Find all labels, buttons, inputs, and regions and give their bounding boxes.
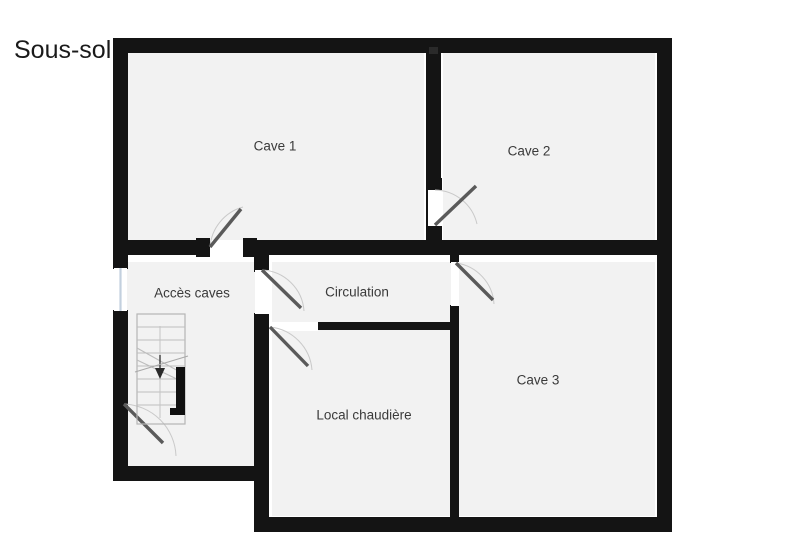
floor-local-chaudiere (272, 322, 456, 516)
floor-cave-2 (443, 52, 655, 245)
wall-exterior-east (657, 38, 672, 532)
floor-cave-3 (457, 262, 655, 516)
wall-partition-circulation-cave3 (450, 255, 459, 263)
floor-cave-1 (127, 52, 424, 245)
staircase-down (134, 313, 189, 425)
wall-interior-mid-right (254, 240, 657, 255)
door-jamb-cave1-west (196, 238, 210, 257)
wall-exterior-south (254, 517, 672, 532)
stair-handrail (176, 367, 185, 415)
door-jamb-window-west-top (113, 256, 128, 269)
wall-local-chaudiere-west (254, 322, 269, 524)
wall-partition-notch-top (429, 47, 438, 54)
door-jamb-window-west-bottom (113, 310, 128, 322)
room-label-cave-2: Cave 2 (508, 144, 551, 159)
doors (122, 184, 495, 457)
door-cave2-circulation (428, 184, 478, 227)
wall-partition-acces-circulation-lower (254, 313, 269, 351)
room-label-cave-1: Cave 1 (254, 139, 297, 154)
wall-acces-caves-south (113, 466, 269, 481)
door-jamb-cave2-top (427, 178, 442, 192)
wall-exterior-north (113, 38, 672, 53)
door-cave1-acces-caves (208, 206, 244, 255)
wall-partition-acces-circulation-upper (254, 255, 269, 272)
wall-exterior-west-upper (113, 38, 128, 263)
room-label-local-chaudiere: Local chaudière (316, 408, 411, 423)
wall-local-chaudiere-north (317, 322, 457, 330)
wall-exterior-west-lower (113, 318, 128, 481)
door-jamb-cave2-bottom (427, 225, 442, 243)
room-label-circulation: Circulation (325, 285, 389, 300)
stair-newel-foot (170, 408, 185, 415)
room-labels: Cave 1 Cave 2 Accès caves Circulation Lo… (154, 139, 559, 423)
door-circulation-cave3 (451, 261, 495, 306)
room-label-acces-caves: Accès caves (154, 286, 230, 301)
window-acces-caves-west (114, 268, 127, 311)
wall-partition-chaudiere-cave3 (450, 322, 459, 522)
page-title: Sous-sol (14, 36, 112, 64)
door-acces-caves-circulation (255, 268, 305, 314)
door-jamb-cave1-east (243, 238, 257, 257)
stair-direction-arrow-down-icon (155, 355, 165, 379)
room-floors (127, 52, 655, 516)
door-circulation-local-chaudiere (268, 322, 318, 371)
stair-break-line (134, 355, 189, 373)
wall-partition-circulation-cave3-lower (450, 305, 459, 325)
room-label-cave-3: Cave 3 (517, 373, 560, 388)
